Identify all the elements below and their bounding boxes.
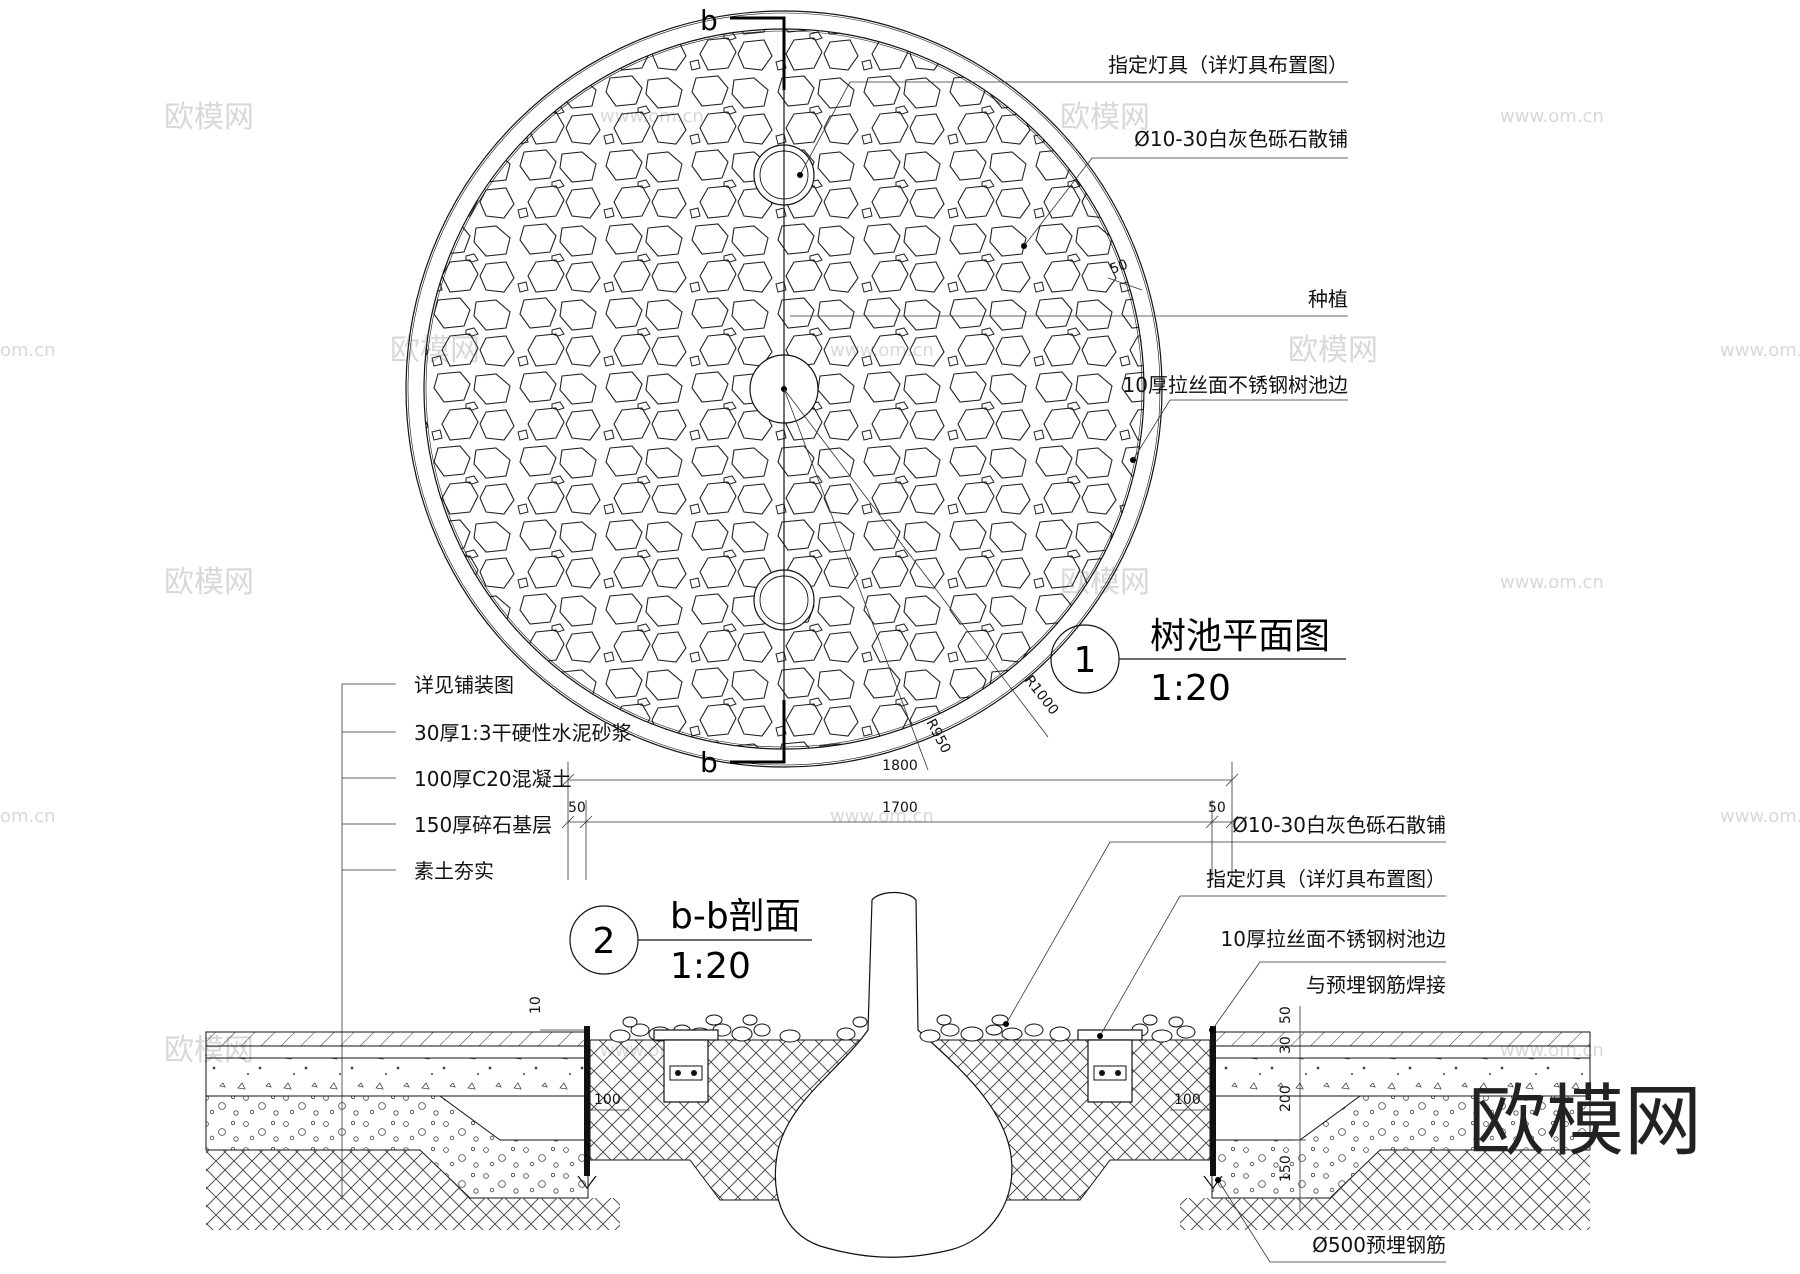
layer-4-dim: 150	[1278, 1155, 1294, 1182]
section-leader-steel	[1211, 961, 1446, 1031]
overall-dim-label: 1800	[882, 758, 918, 774]
section-title-number: 2	[593, 921, 616, 962]
callout-light: 指定灯具（详灯具布置图）	[1108, 53, 1348, 77]
layer-top-dim: 50	[1278, 1006, 1294, 1024]
callout-leader-light	[799, 81, 1348, 176]
edge-offset-left-dim: 100	[594, 1092, 621, 1108]
section-leader-rebar	[1217, 1179, 1446, 1263]
layer-legend: 详见铺装图 30厚1:3干硬性水泥砂浆 100厚C20混凝土 150厚碎石基层 …	[341, 673, 632, 1200]
section-light-right	[1077, 1029, 1143, 1103]
section-callout-weld: 与预埋钢筋焊接	[1306, 973, 1446, 997]
layer-label-gravel-base: 150厚碎石基层	[414, 813, 552, 837]
layer-3-dim: 200	[1278, 1085, 1294, 1112]
section-mark-label-bottom: b	[700, 746, 718, 779]
paving-layer-right	[1211, 1031, 1591, 1047]
callout-gravel: Ø10-30白灰色砾石散铺	[1134, 127, 1348, 151]
radius-outer-line	[783, 388, 1049, 738]
section-title: b-b剖面	[670, 896, 801, 937]
watermark-url: om.cn	[0, 340, 56, 361]
watermark-url: www.om.cn	[1720, 806, 1800, 827]
soil-left	[206, 1150, 620, 1230]
edge-width-dim: 50	[1108, 257, 1130, 278]
concrete-layer-right	[1211, 1057, 1591, 1097]
edge-offset-right-dim: 100	[1174, 1092, 1201, 1108]
watermark-text: 欧模网	[1060, 100, 1150, 135]
steel-edge-right	[1210, 1026, 1216, 1176]
section-mark-bottom	[730, 700, 786, 764]
layer-label-mortar: 30厚1:3干硬性水泥砂浆	[414, 721, 632, 745]
callout-leader-gravel	[1023, 157, 1348, 247]
paving-layer-left	[205, 1031, 589, 1047]
inner-dim-label: 1700	[882, 800, 918, 816]
callout-leader-edge	[1132, 399, 1348, 461]
rebar-anchor-left	[577, 1175, 597, 1189]
left-edge-dim-label: 50	[568, 800, 586, 816]
tree-trunk-root-ball	[774, 891, 1013, 1258]
watermark-url: www.om.cn	[1500, 572, 1604, 593]
section-callout-gravel: Ø10-30白灰色砾石散铺	[1232, 813, 1446, 837]
watermark-text: 欧模网	[1288, 333, 1378, 368]
right-edge-dim-label: 50	[1208, 800, 1226, 816]
section-mark-top	[730, 16, 786, 90]
soil-right	[1180, 1150, 1590, 1230]
layer-label-paving: 详见铺装图	[414, 673, 514, 697]
plan-scale: 1:20	[1150, 668, 1231, 709]
watermark-url: www.om.cn	[1720, 340, 1800, 361]
plan-title-number: 1	[1074, 640, 1097, 681]
mortar-layer-left	[205, 1045, 589, 1059]
section-callout-light: 指定灯具（详灯具布置图）	[1206, 867, 1446, 891]
callout-planting: 种植	[1308, 287, 1348, 311]
watermark-logo: 欧模网	[1468, 1077, 1702, 1167]
section-callout-rebar: Ø500预埋钢筋	[1312, 1233, 1446, 1257]
steel-thickness-dim: 10	[528, 996, 544, 1014]
plan-title: 树池平面图	[1150, 616, 1330, 657]
radius-inner-label: R950	[922, 716, 953, 756]
watermark-url: www.om.cn	[1500, 106, 1604, 127]
concrete-layer-left	[205, 1057, 589, 1097]
radius-inner-line	[783, 388, 929, 771]
section-leader-gravel	[1005, 841, 1446, 1025]
tree-pit-plan: b b 指定灯具（详灯具布置图） Ø10-30白灰色砾石散铺 种植 10厚拉丝面…	[405, 4, 1348, 779]
callout-steel-edge: 10厚拉丝面不锈钢树池边	[1123, 373, 1348, 397]
outer-edge-circle	[405, 10, 1163, 768]
tree-pit-section: 2 b-b剖面 1:20	[205, 813, 1591, 1263]
radius-outer-label: R1000	[1021, 673, 1062, 719]
watermark-text: 欧模网	[164, 100, 254, 135]
section-mark-label-top: b	[700, 4, 718, 37]
section-light-left	[653, 1029, 719, 1103]
section-leader-light	[1099, 895, 1446, 1037]
steel-edge-left	[584, 1026, 590, 1176]
watermark-text: 欧模网	[164, 565, 254, 600]
dimension-lines: 1800 1700 50 50	[561, 758, 1239, 880]
layer-label-concrete: 100厚C20混凝土	[414, 767, 572, 791]
layer-2-dim: 30	[1278, 1036, 1294, 1054]
section-callout-steel-edge: 10厚拉丝面不锈钢树池边	[1221, 927, 1446, 951]
section-scale: 1:20	[670, 946, 751, 987]
layer-label-compacted-soil: 素土夯实	[414, 859, 494, 883]
watermark-url: om.cn	[0, 806, 56, 827]
